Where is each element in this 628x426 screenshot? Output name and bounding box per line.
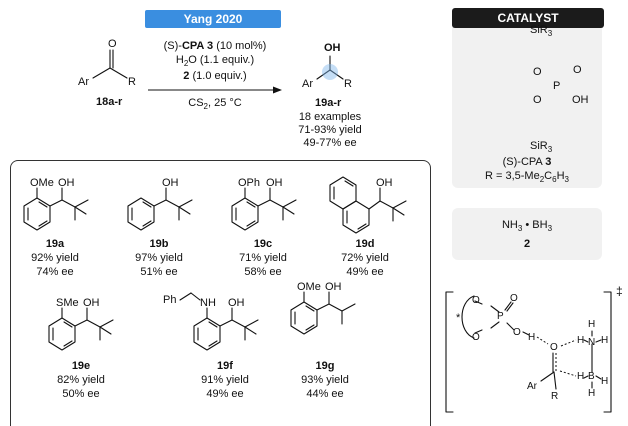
sub-19a-ome: OMe <box>30 177 54 189</box>
ts-r: R <box>551 391 559 402</box>
ts-o3: O <box>510 293 518 304</box>
ee-19g: 44% ee <box>306 388 344 400</box>
condition-catalyst: (S)-CPA 3 (10 mol%) <box>163 40 267 52</box>
product-r-group: R <box>344 78 352 90</box>
product-alcohol-structure <box>316 55 344 80</box>
yield-19f: 91% yield <box>201 374 249 386</box>
borane-label: 2 <box>523 238 531 250</box>
ee-19d: 49% ee <box>346 266 384 278</box>
catalyst-badge: CATALYST <box>452 8 604 28</box>
yield-19b: 97% yield <box>135 252 183 264</box>
oh-19g: OH <box>325 281 342 293</box>
oh-19d: OH <box>376 177 393 189</box>
sub-19e-sme: SMe <box>56 297 79 309</box>
ts-chiral-star: * <box>456 312 461 324</box>
scope-summary-examples: 18 examples <box>298 111 362 123</box>
ts-n: N <box>588 337 596 348</box>
oh-19a: OH <box>58 177 75 189</box>
ee-19f: 49% ee <box>206 388 244 400</box>
structure-19f <box>179 292 259 351</box>
ts-b: B <box>588 371 595 382</box>
ts-p: P <box>497 311 504 322</box>
ts-h-n1: H <box>577 335 585 346</box>
label-19c: 19c <box>253 238 273 250</box>
catalyst-panel <box>452 14 602 188</box>
ts-h-b3: H <box>588 388 596 399</box>
catalyst-si-top: SiR3 <box>530 24 553 39</box>
sub-19g-ome: OMe <box>297 281 321 293</box>
catalyst-o-top: O <box>533 66 542 78</box>
scope-summary-yield: 71-93% yield <box>298 124 362 136</box>
ts-h-n3: H <box>601 335 609 346</box>
ts-h-b2: H <box>601 376 609 387</box>
ee-19e: 50% ee <box>62 388 100 400</box>
structure-19a <box>23 187 89 231</box>
structure-19c <box>231 187 297 231</box>
borane-panel <box>452 208 602 260</box>
ts-ar: Ar <box>527 381 537 392</box>
product-oh-group: OH <box>324 42 341 54</box>
ee-19c: 58% ee <box>244 266 282 278</box>
label-19f: 19f <box>217 360 233 372</box>
reaction-arrow <box>148 86 282 94</box>
catalyst-si-bottom: SiR3 <box>530 140 553 155</box>
borane-formula: NH3 • BH3 <box>501 219 553 234</box>
scope-summary-ee: 49-77% ee <box>303 137 357 149</box>
oh-19f: OH <box>228 297 245 309</box>
label-19a: 19a <box>45 238 65 250</box>
condition-solvent-temp: CS2, 25 °C <box>188 97 242 112</box>
condition-reductant: 2 (1.0 equiv.) <box>183 70 247 82</box>
ee-19a: 74% ee <box>36 266 74 278</box>
product-label: 19a-r <box>315 97 342 109</box>
ts-o4: O <box>513 327 521 338</box>
ts-o1: O <box>472 295 480 306</box>
yang-2020-badge: Yang 2020 <box>145 10 281 28</box>
ts-o2: O <box>472 332 480 343</box>
label-19g: 19g <box>315 360 335 372</box>
ts-h-b1: H <box>577 371 585 382</box>
reactant-ketone-structure <box>92 49 128 79</box>
catalyst-o-double: O <box>573 64 582 76</box>
oh-19c: OH <box>266 177 283 189</box>
reactant-r-group: R <box>128 76 136 88</box>
catalyst-r-definition: R = 3,5-Me2C6H3 <box>485 170 569 185</box>
structure-19d <box>329 176 407 234</box>
label-19b: 19b <box>149 238 169 250</box>
product-ar-group: Ar <box>302 78 313 90</box>
substrate-scope-box <box>10 160 431 426</box>
label-19d: 19d <box>355 238 375 250</box>
yield-19c: 71% yield <box>239 252 287 264</box>
ts-dagger: ‡ <box>616 284 623 298</box>
catalyst-oh: OH <box>572 94 589 106</box>
sub-19f-nh: NH <box>200 297 216 309</box>
oh-19b: OH <box>162 177 179 189</box>
ts-o-carbonyl: O <box>550 342 558 353</box>
sub-19c-oph: OPh <box>238 177 261 189</box>
oh-19e: OH <box>83 297 100 309</box>
structure-19b <box>127 187 193 231</box>
structure-19g <box>290 291 356 335</box>
yield-19d: 72% yield <box>341 252 389 264</box>
yield-19e: 82% yield <box>57 374 105 386</box>
yield-19g: 93% yield <box>301 374 349 386</box>
reactant-label: 18a-r <box>96 96 123 108</box>
reactant-ar-group: Ar <box>78 76 89 88</box>
ts-h1: H <box>528 332 536 343</box>
ee-19b: 51% ee <box>140 266 178 278</box>
catalyst-name: (S)-CPA 3 <box>502 156 552 168</box>
yield-19a: 92% yield <box>31 252 79 264</box>
ts-h-n2: H <box>588 319 596 330</box>
condition-water: H2O (1.1 equiv.) <box>175 54 255 69</box>
catalyst-p-atom: P <box>553 80 561 92</box>
label-19e: 19e <box>71 360 91 372</box>
catalyst-o-bottom: O <box>533 94 542 106</box>
structure-19e <box>48 307 114 351</box>
reactant-o-atom: O <box>108 38 117 50</box>
sub-19f-ph: Ph <box>163 294 177 306</box>
transition-state-structure <box>445 291 612 413</box>
